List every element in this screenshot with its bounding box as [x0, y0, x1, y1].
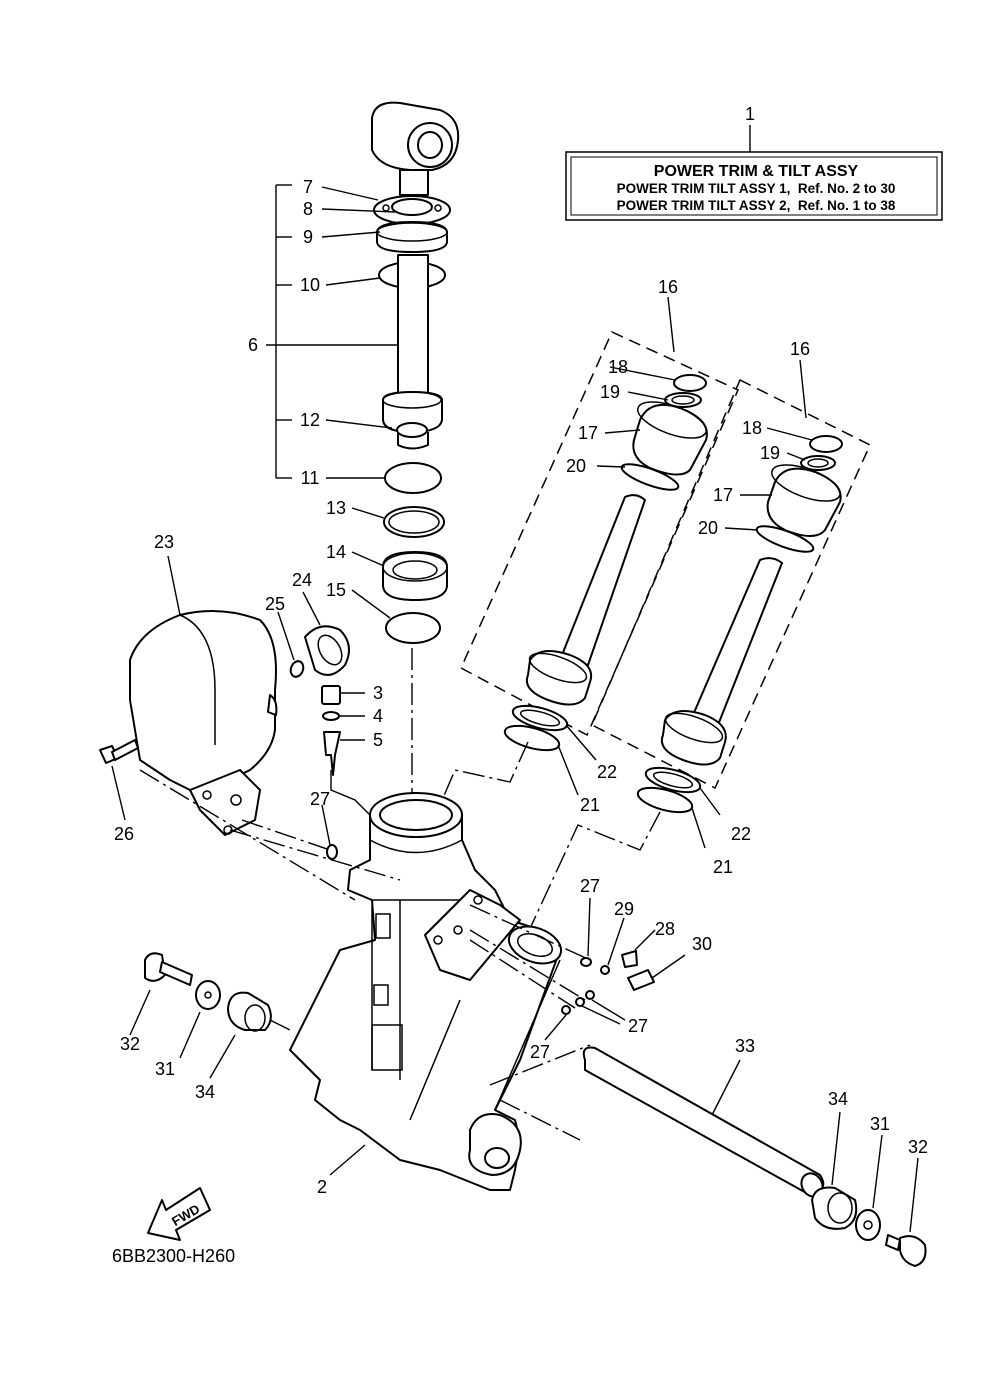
callout-14: 14	[326, 542, 346, 562]
callout-10: 10	[300, 275, 320, 295]
o-ring-11	[384, 462, 442, 494]
seal-14	[382, 551, 448, 601]
callout-33: 33	[735, 1036, 755, 1056]
callout-29: 29	[614, 899, 634, 919]
callout-25: 25	[265, 594, 285, 614]
title-heading: POWER TRIM & TILT ASSY	[654, 163, 859, 180]
callout-6: 6	[248, 335, 258, 355]
callout-21-left: 21	[580, 795, 600, 815]
o-ring-15	[385, 612, 441, 644]
callout-4: 4	[373, 706, 383, 726]
seals-21-22	[439, 704, 721, 951]
title-box: 1 POWER TRIM & TILT ASSY POWER TRIM TILT…	[565, 104, 943, 221]
callout-31-right: 31	[870, 1114, 890, 1134]
callout-7: 7	[303, 177, 313, 197]
fwd-arrow: FWD	[147, 1187, 211, 1241]
shaft-33	[489, 1044, 927, 1267]
leaders-misc	[167, 366, 813, 741]
title-line-1: POWER TRIM TILT ASSY 1, Ref. No. 2 to 30	[617, 181, 896, 196]
drawing-code: 6BB2300-H260	[112, 1246, 235, 1266]
tilt-rod-assembly	[371, 101, 460, 450]
callout-27-top: 27	[310, 789, 330, 809]
callout-28: 28	[655, 919, 675, 939]
callout-9: 9	[303, 227, 313, 247]
callout-8: 8	[303, 199, 313, 219]
leader-2	[329, 1144, 366, 1176]
callout-21-right: 21	[713, 857, 733, 877]
callout-23: 23	[154, 532, 174, 552]
callout-24: 24	[292, 570, 312, 590]
callout-34-right: 34	[828, 1089, 848, 1109]
callout-27-mid: 27	[580, 876, 600, 896]
callout-19-left: 19	[600, 382, 620, 402]
callout-17-right: 17	[713, 485, 733, 505]
callout-22-right: 22	[731, 824, 751, 844]
title-line-2: POWER TRIM TILT ASSY 2, Ref. No. 1 to 38	[617, 198, 896, 213]
callout-numbers: 7 8 9 10 6 12 11 13 14 15 23 24 25 3 4 5…	[114, 177, 928, 1197]
callout-16-left: 16	[658, 277, 678, 297]
title-ref-number: 1	[745, 104, 755, 124]
callout-32-left: 32	[120, 1034, 140, 1054]
callout-22-left: 22	[597, 762, 617, 782]
small-parts-group	[289, 625, 371, 816]
callout-26: 26	[114, 824, 134, 844]
callout-27-right: 27	[628, 1016, 648, 1036]
callout-16-right: 16	[790, 339, 810, 359]
callout-5: 5	[373, 730, 383, 750]
callout-12: 12	[300, 410, 320, 430]
callout-34-left: 34	[195, 1082, 215, 1102]
callout-18-left: 18	[608, 357, 628, 377]
assembly-16-right	[591, 359, 871, 790]
callout-27-low: 27	[530, 1042, 550, 1062]
callout-3: 3	[373, 683, 383, 703]
seal-stack	[382, 462, 448, 800]
callout-20-left: 20	[566, 456, 586, 476]
callout-30: 30	[692, 934, 712, 954]
bracket-6	[266, 184, 398, 619]
left-fasteners	[129, 952, 291, 1079]
callout-18-right: 18	[742, 418, 762, 438]
callout-17-left: 17	[578, 423, 598, 443]
main-housing	[129, 610, 563, 1191]
callout-15: 15	[326, 580, 346, 600]
callout-19-right: 19	[760, 443, 780, 463]
callout-13: 13	[326, 498, 346, 518]
callout-11: 11	[301, 468, 320, 488]
bolt-26	[99, 739, 401, 901]
assembly-16-left	[460, 296, 739, 737]
callout-2: 2	[317, 1177, 327, 1197]
callout-32-right: 32	[908, 1137, 928, 1157]
callout-31-left: 31	[155, 1059, 175, 1079]
callout-20-right: 20	[698, 518, 718, 538]
small-rings-27-30	[321, 804, 686, 1041]
ring-13	[383, 506, 445, 538]
